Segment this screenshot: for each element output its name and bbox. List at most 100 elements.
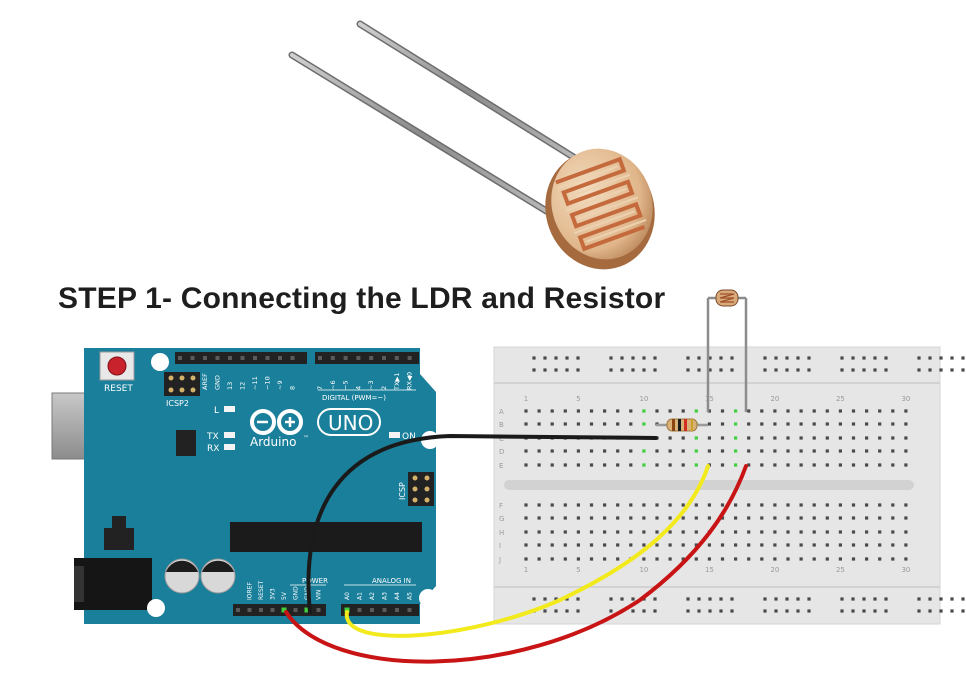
breadboard-hole	[642, 409, 646, 413]
rail-hole	[862, 597, 866, 601]
breadboard-hole	[720, 463, 725, 467]
breadboard-hole	[799, 557, 803, 561]
resistor	[656, 418, 708, 432]
rail-hole	[609, 609, 613, 613]
breadboard-hole	[668, 463, 672, 467]
page-title: STEP 1- Connecting the LDR and Resistor	[58, 282, 666, 315]
rail-hole	[576, 356, 580, 360]
breadboard-hole	[747, 449, 751, 453]
breadboard-hole	[799, 543, 803, 547]
breadboard-hole	[734, 463, 738, 467]
header-pin	[330, 356, 335, 360]
breadboard-hole	[524, 463, 528, 467]
breadboard-hole	[668, 503, 672, 507]
breadboard-hole	[812, 557, 816, 561]
breadboard-hole	[537, 530, 541, 534]
breadboard-hole	[838, 557, 842, 561]
rail-hole	[708, 609, 712, 613]
digital-pin-label: ~6	[329, 380, 337, 390]
rail-hole	[950, 609, 954, 613]
header-pin	[247, 608, 252, 612]
rail-hole	[686, 356, 690, 360]
breadboard-hole	[563, 503, 567, 507]
led-l-label: L	[214, 406, 219, 416]
power-pin-label: 5V	[281, 591, 288, 600]
breadboard-hole	[576, 409, 580, 413]
breadboard-hole	[537, 449, 541, 453]
breadboard-hole	[825, 436, 829, 440]
header-pin	[236, 608, 240, 612]
rail-hole	[939, 597, 943, 601]
breadboard-hole	[655, 409, 659, 413]
breadboard-row-label: C	[499, 435, 504, 443]
breadboard-hole	[720, 503, 725, 507]
header-pin	[265, 356, 270, 360]
rail-hole	[785, 609, 789, 613]
breadboard-hole	[865, 436, 869, 440]
digital-pin-label: 4	[354, 386, 362, 390]
rail-hole	[697, 356, 701, 360]
header-pin	[407, 608, 412, 612]
breadboard-hole	[668, 516, 672, 520]
rail-hole	[785, 356, 789, 360]
icsp2-header	[164, 372, 200, 396]
header-pin	[382, 608, 387, 612]
rail-hole	[950, 356, 954, 360]
analog-in-label: ANALOG IN	[372, 577, 411, 585]
breadboard-hole	[589, 543, 594, 547]
rail-hole	[697, 609, 701, 613]
breadboard-hole	[537, 503, 541, 507]
breadboard-hole	[786, 436, 790, 440]
header-pin	[190, 356, 195, 360]
header-pin	[394, 356, 399, 360]
breadboard-hole	[720, 557, 725, 561]
rail-hole	[950, 368, 954, 372]
breadboard-hole	[799, 422, 803, 426]
breadboard-row-label: B	[499, 421, 504, 429]
breadboard-hole	[563, 530, 567, 534]
breadboard-hole	[616, 543, 620, 547]
breadboard-hole	[851, 422, 856, 426]
rail-hole	[730, 609, 734, 613]
header-pin	[370, 608, 374, 612]
breadboard-hole	[851, 503, 856, 507]
breadboard-hole	[707, 422, 711, 426]
rail-hole	[961, 609, 965, 613]
breadboard-hole	[760, 503, 764, 507]
breadboard-hole	[865, 463, 869, 467]
rail-hole	[708, 368, 712, 372]
breadboard-hole	[838, 409, 842, 413]
breadboard-hole	[786, 503, 790, 507]
led-tx-label: TX	[206, 432, 219, 442]
breadboard-hole	[616, 463, 620, 467]
reset-label: RESET	[104, 384, 133, 394]
breadboard-hole	[904, 463, 908, 467]
breadboard-hole	[524, 422, 528, 426]
rail-hole	[774, 368, 778, 372]
rail-hole	[543, 597, 547, 601]
breadboard-hole	[760, 530, 764, 534]
breadboard-hole	[760, 557, 764, 561]
breadboard-hole	[681, 503, 685, 507]
breadboard-hole	[629, 422, 633, 426]
arduino-logo-text: Arduino	[250, 435, 296, 449]
rail-hole	[873, 356, 877, 360]
rail-hole	[532, 597, 536, 601]
breadboard-hole	[747, 557, 751, 561]
usb-chip	[176, 430, 196, 456]
breadboard-hole	[537, 422, 541, 426]
breadboard-hole	[603, 516, 607, 520]
breadboard-hole	[773, 557, 777, 561]
breadboard-hole	[524, 557, 528, 561]
breadboard-hole	[747, 463, 751, 467]
header-pin	[203, 356, 207, 360]
rail-hole	[884, 597, 888, 601]
breadboard-hole	[825, 503, 829, 507]
header-pin	[178, 356, 182, 360]
breadboard-hole	[825, 530, 829, 534]
breadboard-hole	[838, 463, 842, 467]
rail-hole	[609, 597, 613, 601]
uno-badge	[317, 408, 381, 436]
breadboard-hole	[550, 449, 554, 453]
breadboard-hole	[655, 449, 659, 453]
